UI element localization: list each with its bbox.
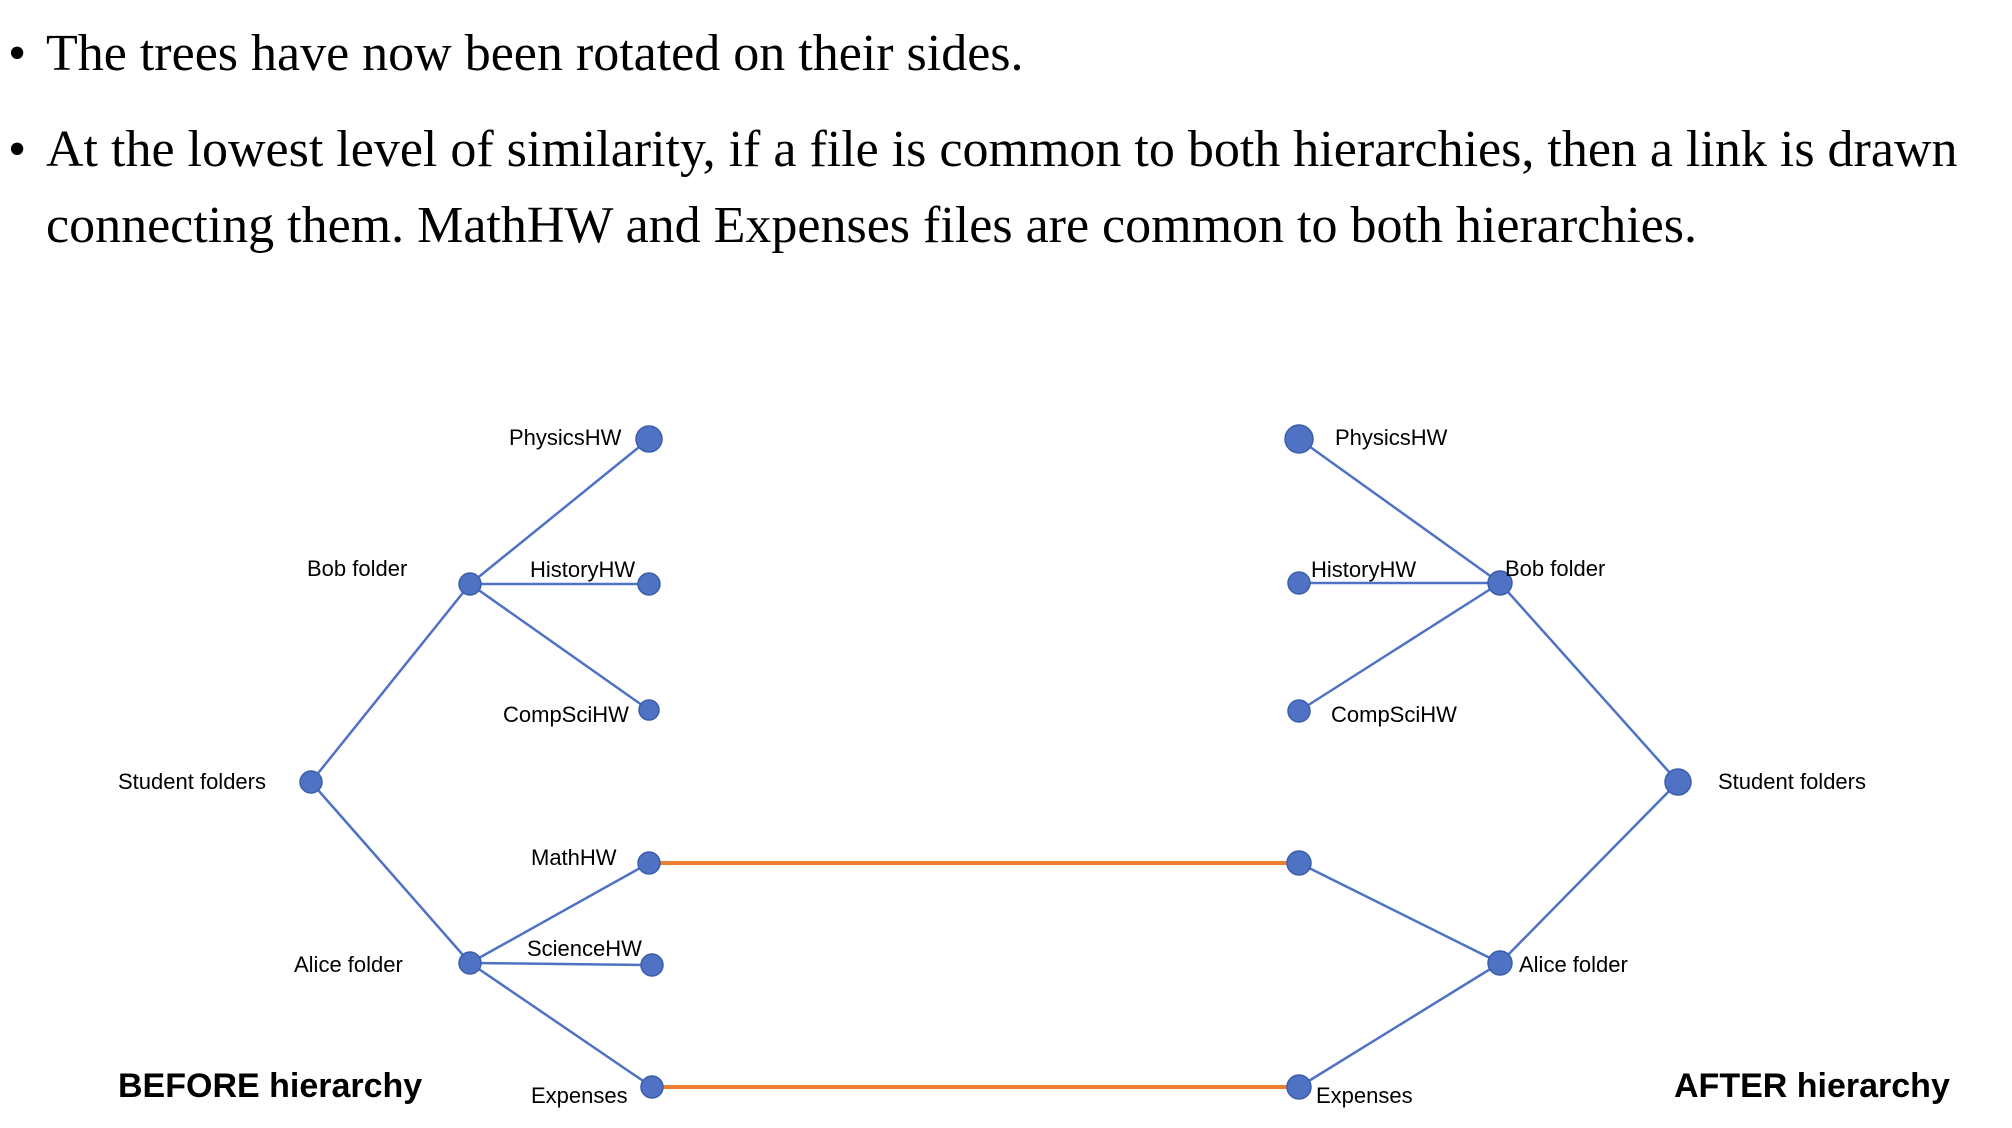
label-sciencehw: ScienceHW — [527, 936, 642, 961]
edge-alice-science — [469, 961, 653, 967]
edge-root-bob — [310, 583, 471, 783]
label-alice-folder: Alice folder — [294, 952, 403, 977]
edge-root-bob — [1499, 582, 1679, 783]
edge-alice-expenses — [469, 961, 653, 1089]
label-compscihw: CompSciHW — [1331, 702, 1457, 727]
bullet-symbol: • — [8, 121, 27, 178]
node-compscihw — [638, 699, 660, 721]
after-tree-labels: PhysicsHW HistoryHW Bob folder CompSciHW… — [1311, 425, 1950, 1108]
node-sciencehw — [640, 953, 664, 977]
node-expenses — [1286, 1074, 1312, 1100]
node-alice-folder — [1487, 950, 1513, 976]
node-historyhw — [1287, 571, 1311, 595]
before-tree-nodes — [299, 425, 664, 1099]
label-student-folders: Student folders — [1718, 769, 1866, 794]
label-historyhw: HistoryHW — [1311, 557, 1416, 582]
node-alice-folder — [458, 951, 482, 975]
before-tree-edges — [310, 438, 653, 1089]
label-bob-folder: Bob folder — [1505, 556, 1605, 581]
before-tree-labels: Student folders Bob folder Alice folder … — [118, 425, 642, 1108]
node-mathhw — [637, 851, 661, 875]
node-student-folders — [1664, 768, 1692, 796]
node-bob-folder — [458, 572, 482, 596]
bullet-text-line: At the lowest level of similarity, if a … — [46, 121, 1958, 178]
node-expenses — [640, 1075, 664, 1099]
bullet-text: The trees have now been rotated on their… — [46, 25, 1024, 82]
caption-after-hierarchy: AFTER hierarchy — [1674, 1067, 1950, 1105]
label-historyhw: HistoryHW — [530, 557, 635, 582]
label-physicshw: PhysicsHW — [509, 425, 622, 450]
after-tree-nodes — [1284, 424, 1692, 1100]
edge-bob-physics — [469, 438, 650, 585]
edge-alice-math — [1298, 861, 1501, 965]
label-compscihw: CompSciHW — [503, 702, 629, 727]
node-physicshw — [635, 425, 663, 453]
node-physicshw — [1284, 424, 1314, 454]
label-expenses: Expenses — [531, 1083, 628, 1108]
label-alice-folder: Alice folder — [1519, 952, 1628, 977]
bullet-text: At the lowest level of similarity, if a … — [46, 112, 2012, 264]
label-bob-folder: Bob folder — [307, 556, 407, 581]
after-tree-edges — [1298, 437, 1679, 1089]
edge-bob-compsci — [1298, 581, 1501, 713]
label-expenses: Expenses — [1316, 1083, 1413, 1108]
node-bob-folder — [1487, 570, 1513, 596]
edge-alice-math — [469, 861, 650, 965]
bullet-symbol: • — [8, 25, 27, 82]
label-physicshw: PhysicsHW — [1335, 425, 1448, 450]
edge-root-alice — [310, 781, 471, 964]
node-compscihw — [1287, 699, 1311, 723]
edge-root-alice — [1499, 781, 1679, 964]
node-historyhw — [637, 572, 661, 596]
node-mathhw — [1286, 850, 1312, 876]
edge-bob-physics — [1298, 437, 1501, 585]
bullet-text-line: connecting them. MathHW and Expenses fil… — [46, 197, 1697, 254]
common-links — [649, 861, 1299, 1089]
edge-bob-compsci — [469, 582, 650, 712]
label-mathhw: MathHW — [531, 845, 617, 870]
caption-before-hierarchy: BEFORE hierarchy — [118, 1067, 422, 1105]
label-student-folders: Student folders — [118, 769, 266, 794]
edge-alice-expenses — [1298, 961, 1501, 1089]
node-student-folders — [299, 770, 323, 794]
